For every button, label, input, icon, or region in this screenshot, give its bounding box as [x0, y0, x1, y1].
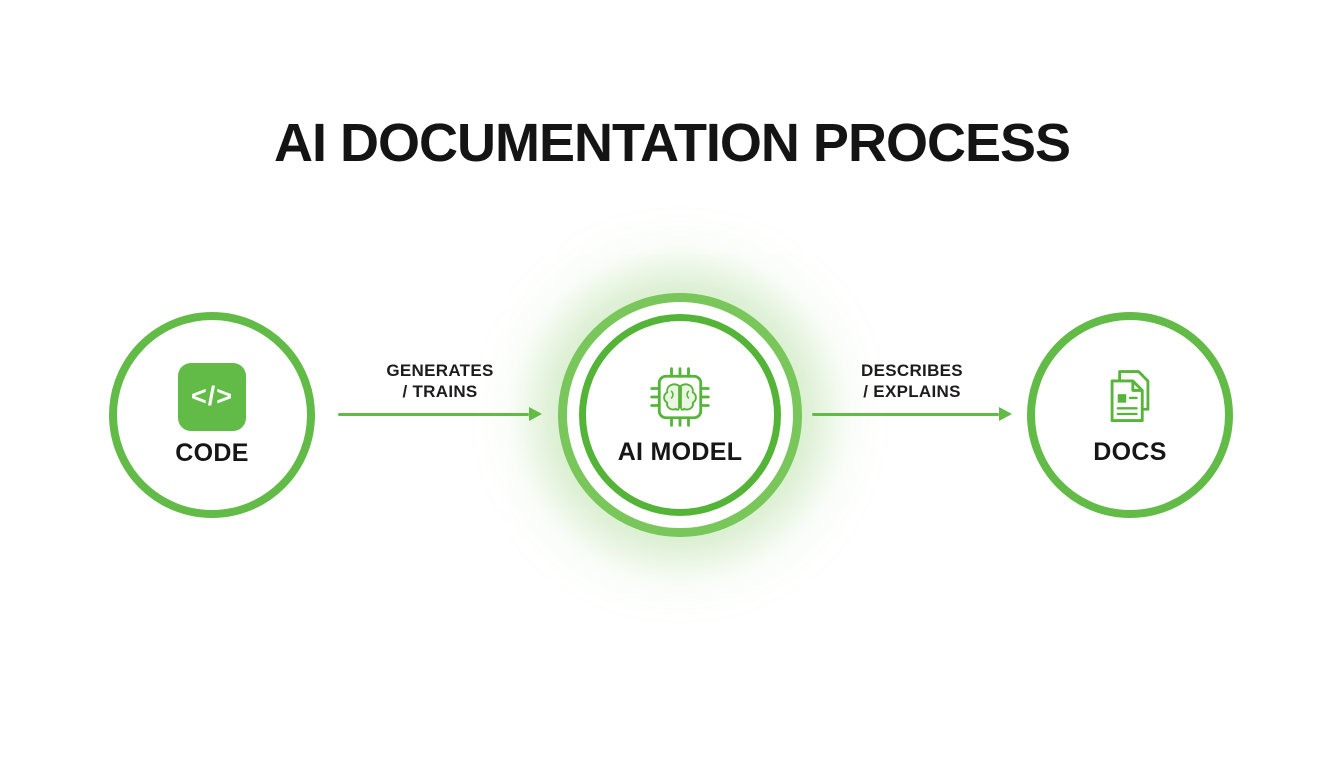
connector-2-label-line1: DESCRIBES [861, 361, 963, 380]
node-docs: DOCS [1027, 312, 1233, 518]
node-ai-model: AI MODEL [558, 293, 802, 537]
chip-brain-icon [647, 364, 713, 430]
connector-1-label: GENERATES / TRAINS [338, 360, 542, 402]
connector-ai-to-docs: DESCRIBES / EXPLAINS [812, 360, 1012, 421]
connector-code-to-ai: GENERATES / TRAINS [338, 360, 542, 421]
code-brackets-icon: </> [178, 362, 246, 431]
node-code: </> CODE [109, 312, 315, 518]
connector-1-label-line2: / TRAINS [402, 382, 478, 401]
documents-icon [1097, 364, 1163, 430]
node-docs-label: DOCS [1093, 437, 1167, 466]
arrow-right-icon [338, 407, 542, 421]
node-ai-model-inner-ring: AI MODEL [579, 314, 781, 516]
connector-2-label-line2: / EXPLAINS [863, 382, 961, 401]
arrow-right-icon [812, 407, 1012, 421]
node-ai-model-label: AI MODEL [617, 437, 743, 466]
connector-2-label: DESCRIBES / EXPLAINS [812, 360, 1012, 402]
node-code-label: CODE [175, 438, 249, 467]
page-title: AI DOCUMENTATION PROCESS [273, 113, 1071, 173]
connector-1-label-line1: GENERATES [386, 361, 494, 380]
code-glyph: </> [190, 381, 234, 411]
